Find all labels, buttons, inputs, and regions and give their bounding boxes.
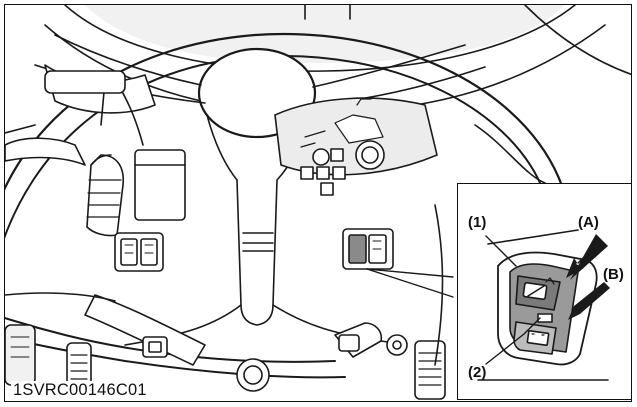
figure-id-label: 1SVRC00146C01: [11, 381, 149, 400]
switch-detail-inset: (1) (A) (B) (2): [457, 183, 631, 400]
callout-label-2: (2): [468, 364, 487, 381]
callout-label-1: (1): [468, 214, 487, 231]
callout-label-a: (A): [578, 214, 599, 231]
callout-label-b: (B): [603, 266, 624, 283]
rocker-switch-illustration: [477, 229, 610, 381]
diagram-frame: (1) (A) (B) (2) 1SVRC00146C01: [4, 4, 632, 402]
